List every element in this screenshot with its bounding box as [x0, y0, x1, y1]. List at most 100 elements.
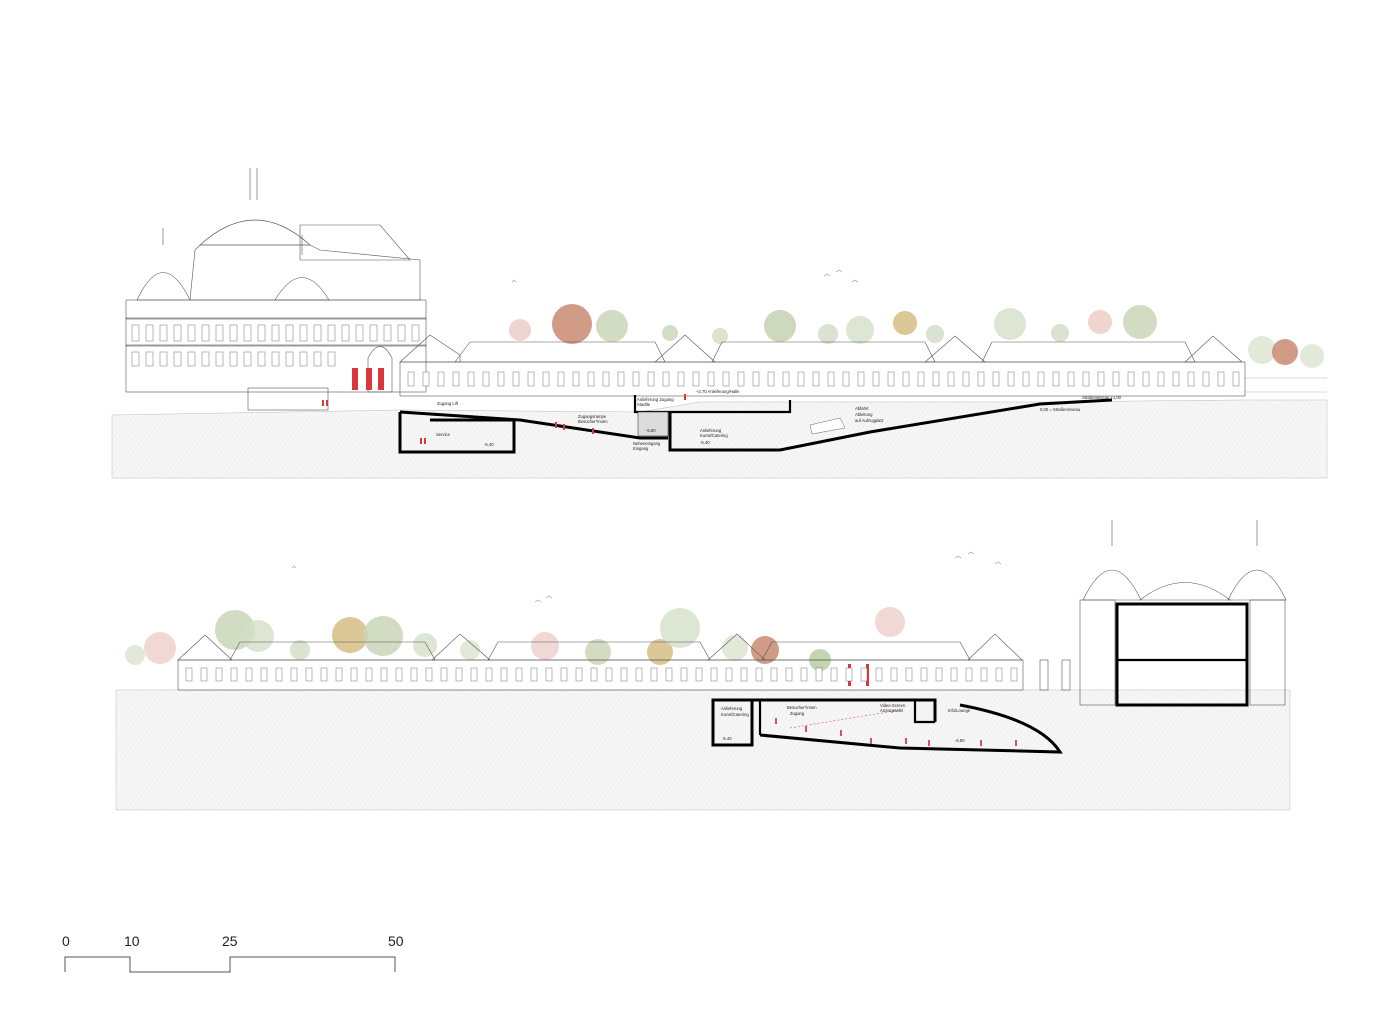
window — [737, 371, 745, 387]
window — [767, 371, 775, 387]
window — [1172, 371, 1180, 387]
label-info-lounge: Info/Lounge — [948, 708, 971, 713]
wing-facade-top — [399, 334, 1246, 397]
label-level-a-b: -5.40 — [722, 736, 732, 741]
window — [341, 324, 350, 342]
window — [527, 371, 535, 387]
label-level-b-b: -5.80 — [955, 738, 965, 743]
window — [515, 667, 523, 682]
fence-top — [1245, 377, 1327, 393]
window — [890, 667, 898, 682]
window — [290, 667, 298, 682]
window — [560, 667, 568, 682]
section-bottom: Anlieferung Kunst/Catering Besucher*inne… — [115, 520, 1291, 811]
label-zugang-b: Zugang — [790, 711, 805, 716]
window — [545, 667, 553, 682]
label-anlieferung: Anlieferung — [700, 428, 722, 433]
window — [395, 667, 403, 682]
window — [200, 667, 208, 682]
window — [313, 324, 322, 342]
tree-row-bottom — [125, 607, 905, 671]
window — [797, 371, 805, 387]
label-besucherinnen-b: Besucher*innen — [787, 705, 817, 710]
window — [680, 667, 688, 682]
window — [271, 324, 280, 342]
window — [860, 667, 868, 682]
window — [665, 667, 673, 682]
window — [752, 371, 760, 387]
label-video-screen: Video-Screen — [880, 703, 906, 708]
labels-top: Zugang Lift Zugangsrampe Besucher*innen … — [436, 389, 1122, 451]
label-zugangsrampe: Zugangsrampe — [578, 414, 607, 419]
window — [365, 667, 373, 682]
window — [285, 351, 294, 367]
label-level-a: -5.40 — [484, 442, 494, 447]
label-platform-note: +2.70 Anlieferung/Halle — [696, 389, 740, 394]
window — [410, 667, 418, 682]
window — [947, 371, 955, 387]
window — [932, 371, 940, 387]
window — [407, 371, 415, 387]
window — [1127, 371, 1135, 387]
window — [875, 667, 883, 682]
window — [455, 667, 463, 682]
window — [485, 667, 493, 682]
window — [187, 324, 196, 342]
window — [647, 371, 655, 387]
window — [812, 371, 820, 387]
window — [845, 667, 853, 682]
window — [173, 324, 182, 342]
figures-top — [322, 394, 686, 444]
window — [950, 667, 958, 682]
window — [497, 371, 505, 387]
window — [215, 351, 224, 367]
window — [229, 324, 238, 342]
window — [917, 371, 925, 387]
window — [327, 324, 336, 342]
window — [512, 371, 520, 387]
window — [437, 371, 445, 387]
window — [215, 667, 223, 682]
window — [1052, 371, 1060, 387]
window — [230, 667, 238, 682]
scale-tick-0: 0 — [62, 933, 70, 949]
window — [1037, 371, 1045, 387]
window — [905, 667, 913, 682]
window — [827, 371, 835, 387]
scale-tick-50: 50 — [388, 933, 404, 949]
window — [695, 667, 703, 682]
window — [785, 667, 793, 682]
window — [327, 351, 336, 367]
window — [257, 324, 266, 342]
window — [355, 324, 364, 342]
window — [605, 667, 613, 682]
label-kunst-catering: Kunst/Catering — [700, 433, 728, 438]
window — [271, 351, 280, 367]
label-abfahrt: Abfahrt — [855, 406, 869, 411]
window — [707, 371, 715, 387]
window — [542, 371, 550, 387]
window — [800, 667, 808, 682]
window — [145, 324, 154, 342]
label-anlieferung-zugang: Anlieferung Zugang — [637, 397, 674, 402]
window — [500, 667, 508, 682]
window — [635, 667, 643, 682]
window — [722, 371, 730, 387]
window — [1142, 371, 1150, 387]
window — [962, 371, 970, 387]
window — [1187, 371, 1195, 387]
window — [335, 667, 343, 682]
pavilion-right — [1039, 520, 1287, 707]
wing-windows-top — [407, 371, 1240, 387]
window — [617, 371, 625, 387]
window — [275, 667, 283, 682]
window — [305, 667, 313, 682]
window — [587, 371, 595, 387]
tree-row-top — [509, 304, 1324, 368]
window — [965, 667, 973, 682]
window — [770, 667, 778, 682]
scale-bar: 0 10 25 50 — [62, 933, 404, 973]
window — [350, 667, 358, 682]
window — [380, 667, 388, 682]
